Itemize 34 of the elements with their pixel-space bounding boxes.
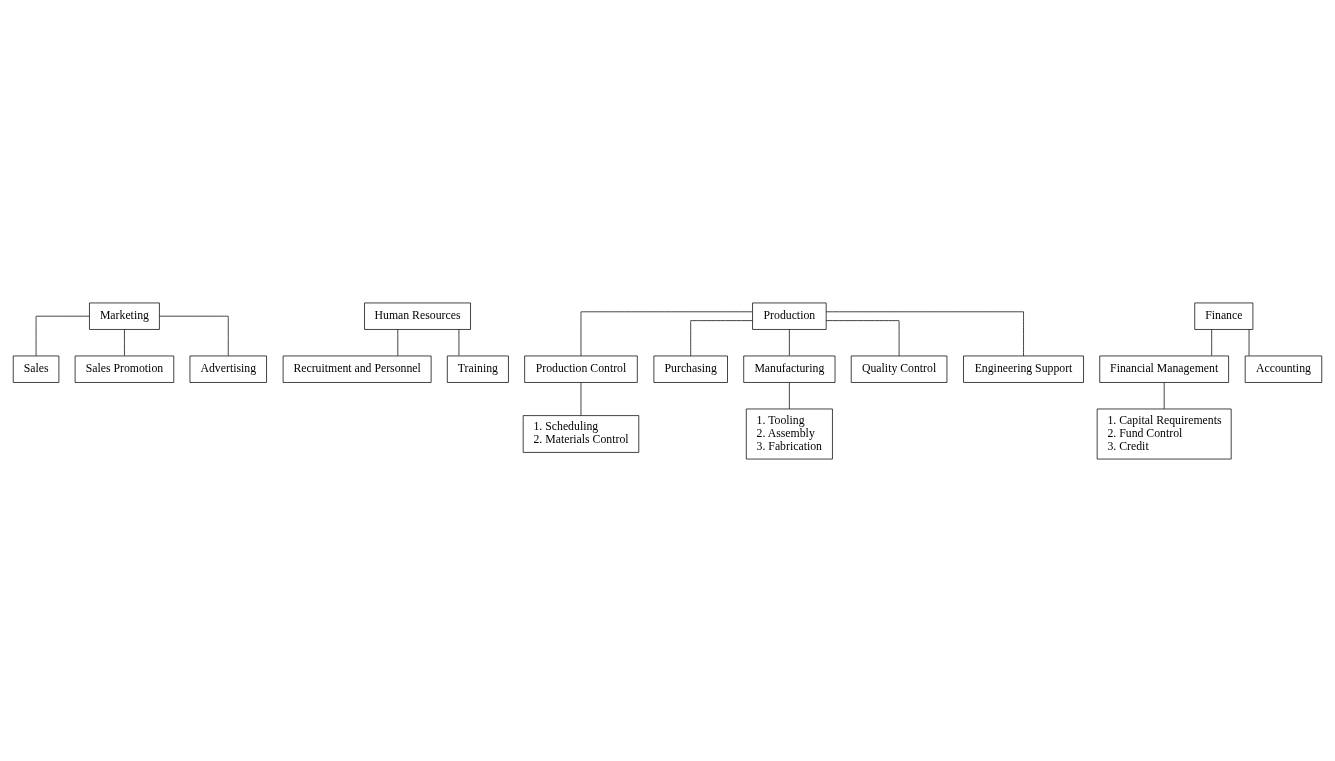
connector bbox=[789, 328, 790, 356]
connector bbox=[1248, 328, 1250, 356]
connector bbox=[1163, 381, 1165, 409]
node-box: Production bbox=[752, 302, 827, 330]
connector bbox=[825, 310, 1024, 356]
node-box: Human Resources bbox=[364, 302, 471, 330]
connector bbox=[458, 328, 460, 356]
node-box: Accounting bbox=[1244, 355, 1323, 383]
connector bbox=[580, 310, 753, 356]
node-box: 1. Capital Requirements 2. Fund Control 3. Credit bbox=[1096, 408, 1232, 459]
node-box: 1. Tooling 2. Assembly 3. Fabrication bbox=[745, 408, 833, 459]
connector bbox=[789, 381, 790, 409]
node-box: Manufacturing bbox=[743, 355, 836, 383]
connector bbox=[159, 315, 229, 356]
connector bbox=[580, 381, 582, 416]
connector bbox=[1211, 328, 1213, 356]
node-box: Advertising bbox=[189, 355, 267, 383]
connector bbox=[124, 328, 125, 356]
connector bbox=[397, 328, 399, 356]
node-box: Production Control bbox=[524, 355, 638, 383]
node-box: Quality Control bbox=[850, 355, 948, 383]
node-box: Recruitment and Personnel bbox=[282, 355, 432, 383]
node-box: Sales Promotion bbox=[74, 355, 175, 383]
node-box: Purchasing bbox=[653, 355, 728, 383]
connector bbox=[825, 319, 900, 356]
node-box: Sales bbox=[12, 355, 60, 383]
node-box: Training bbox=[446, 355, 509, 383]
node-box: Financial Management bbox=[1099, 355, 1229, 383]
node-box: Finance bbox=[1194, 302, 1254, 330]
node-box: Engineering Support bbox=[963, 355, 1084, 383]
connector bbox=[35, 315, 90, 356]
node-box: 1. Scheduling 2. Materials Control bbox=[522, 414, 640, 453]
connector bbox=[690, 319, 753, 356]
node-box: Marketing bbox=[89, 302, 160, 330]
